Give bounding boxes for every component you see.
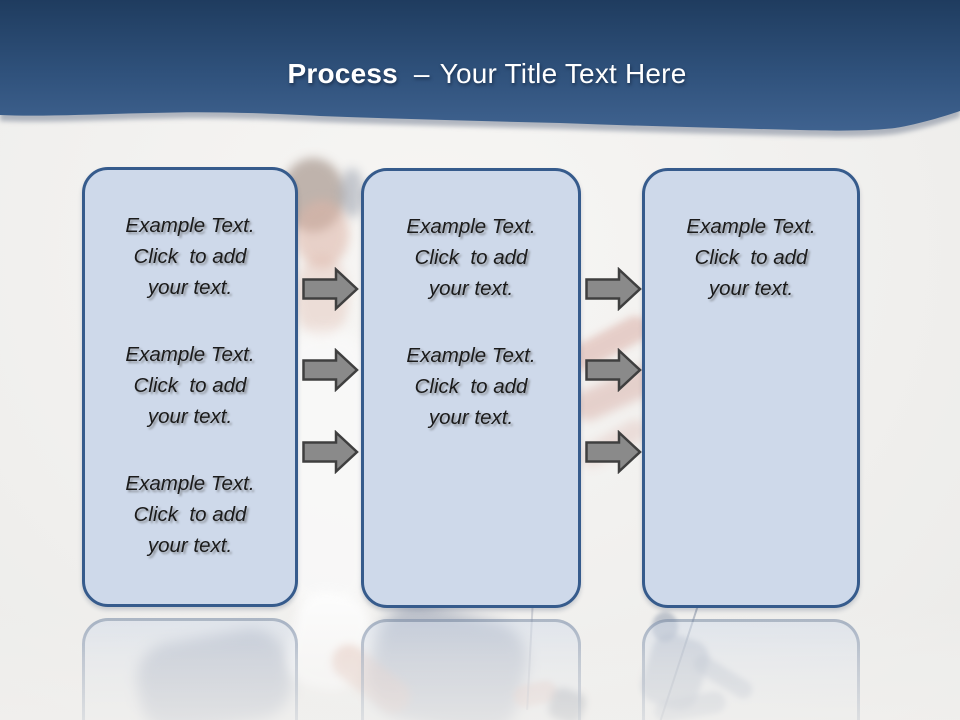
photo-woman-face	[295, 200, 349, 268]
photo-woman-hair-side	[340, 168, 364, 218]
placeholder-text: Example Text. Click to add your text.	[686, 215, 816, 300]
title-separator: –	[413, 58, 430, 89]
process-box-2[interactable]: Example Text. Click to add your text. Ex…	[361, 168, 581, 608]
arrow-right-icon[interactable]	[585, 267, 642, 311]
arrow-right-icon[interactable]	[302, 430, 359, 474]
floor-fade	[0, 610, 960, 720]
process-box-3[interactable]: Example Text. Click to add your text.	[642, 168, 860, 608]
slide-title[interactable]: Process–Your Title Text Here	[7, 56, 960, 92]
placeholder-text: Example Text. Click to add your text.	[125, 472, 255, 557]
placeholder-text: Example Text. Click to add your text.	[406, 344, 536, 429]
process-box-1[interactable]: Example Text. Click to add your text. Ex…	[82, 167, 298, 607]
arrow-right-icon[interactable]	[302, 348, 359, 392]
placeholder-text: Example Text. Click to add your text.	[125, 343, 255, 428]
wave-fill	[0, 0, 960, 131]
header-wave-band	[0, 0, 960, 137]
title-text: Your Title Text Here	[439, 58, 687, 89]
arrow-right-icon[interactable]	[585, 348, 642, 392]
placeholder-text: Example Text. Click to add your text.	[125, 214, 255, 299]
title-keyword: Process	[287, 58, 398, 89]
arrow-right-icon[interactable]	[302, 267, 359, 311]
placeholder-text: Example Text. Click to add your text.	[406, 215, 536, 300]
arrow-right-icon[interactable]	[585, 430, 642, 474]
